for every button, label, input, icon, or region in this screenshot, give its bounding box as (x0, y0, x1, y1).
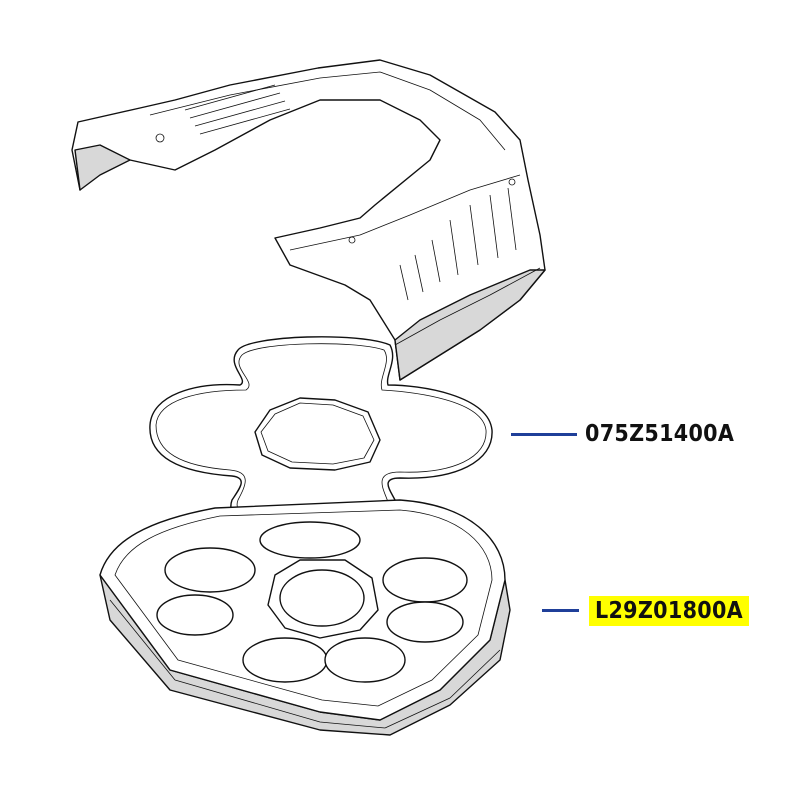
top-cover-part (71, 59, 546, 381)
part-number-label-gasket: 075Z51400A (585, 421, 735, 447)
cover-vent-slots (184, 84, 517, 301)
gasket-part (149, 336, 493, 533)
base-cutouts (156, 521, 468, 683)
base-plate-part (99, 499, 511, 736)
leader-line-base-plate (542, 609, 579, 612)
part-number-label-base-plate: L29Z01800A (589, 596, 749, 626)
leader-line-gasket (511, 433, 577, 436)
